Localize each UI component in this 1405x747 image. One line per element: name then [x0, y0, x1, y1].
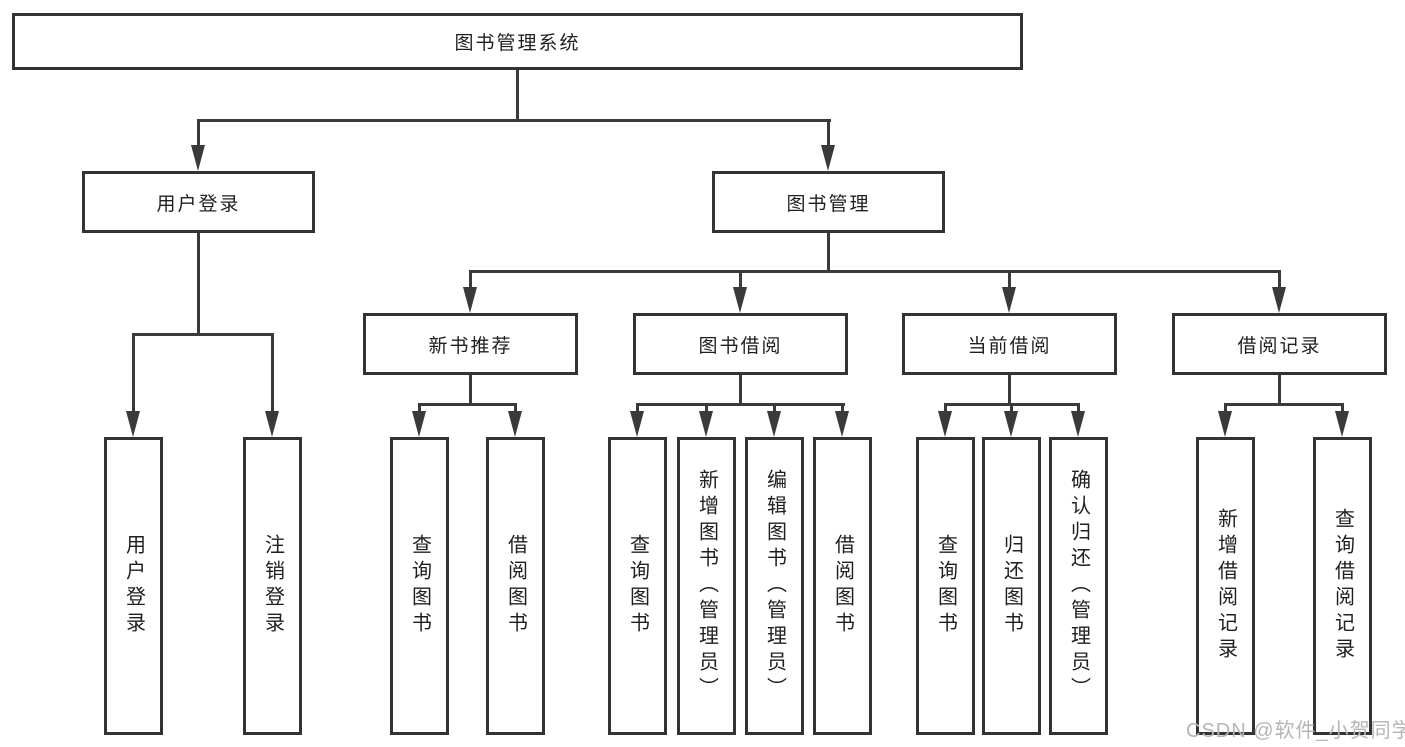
node-library-management-system: 图书管理系统	[12, 13, 1023, 70]
leaf-logout: 注销登录	[243, 437, 302, 735]
node-borrowing-records: 借阅记录	[1172, 313, 1387, 375]
leaf-label: 确认归还（管理员）	[1067, 469, 1090, 703]
node-book-management: 图书管理	[712, 171, 945, 233]
arrow-down-icon	[835, 411, 849, 437]
connector-root-stem	[516, 70, 519, 122]
connector-leaf-drop	[132, 333, 135, 413]
connector-root-branch	[197, 119, 831, 122]
leaf-borrow-books-recommend: 借阅图书	[486, 437, 545, 735]
connector-leaf-drop	[705, 403, 708, 415]
arrow-down-icon	[1335, 411, 1349, 437]
connector-user-login-branch	[132, 333, 274, 336]
connector-record-branch	[1224, 403, 1343, 406]
connector-book-mgmt-branch	[469, 270, 1281, 273]
connector-user-login-stem	[197, 233, 200, 336]
leaf-label: 查询图书	[934, 534, 957, 638]
leaf-return-books: 归还图书	[982, 437, 1041, 735]
arrow-down-icon	[767, 411, 781, 437]
leaf-query-books-borrow: 查询图书	[608, 437, 667, 735]
connector-leaf-drop	[514, 403, 517, 415]
node-label: 图书借阅	[698, 335, 783, 357]
leaf-label: 编辑图书（管理员）	[763, 469, 786, 703]
arrow-down-icon	[1272, 287, 1286, 313]
arrow-down-icon	[1071, 411, 1085, 437]
leaf-add-books-admin: 新增图书（管理员）	[677, 437, 736, 735]
leaf-label: 注销登录	[261, 534, 284, 638]
node-label: 当前借阅	[967, 335, 1052, 357]
node-label: 用户登录	[156, 193, 241, 215]
arrow-down-icon	[412, 411, 426, 437]
arrow-down-icon	[508, 411, 522, 437]
connector-leaf-drop	[841, 403, 844, 415]
node-label: 借阅记录	[1237, 335, 1322, 357]
connector-leaf-drop	[636, 403, 639, 415]
connector-leaf-drop	[1224, 403, 1227, 415]
connector-leaf-drop	[271, 333, 274, 413]
connector-leaf-drop	[418, 403, 421, 415]
arrow-down-icon	[191, 145, 205, 171]
connector-leaf-drop	[944, 403, 947, 415]
leaf-label: 借阅图书	[831, 534, 854, 638]
arrow-down-icon	[699, 411, 713, 437]
connector-book-mgmt-stem	[827, 233, 830, 273]
arrow-down-icon	[1004, 411, 1018, 437]
arrow-down-icon	[630, 411, 644, 437]
connector-newbook-stem	[469, 375, 472, 406]
leaf-edit-books-admin: 编辑图书（管理员）	[745, 437, 804, 735]
leaf-label: 新增借阅记录	[1214, 508, 1237, 664]
leaf-borrow-books: 借阅图书	[813, 437, 872, 735]
node-label: 图书管理	[786, 193, 871, 215]
connector-borrow-stem	[739, 375, 742, 406]
connector-user-login-drop	[197, 119, 200, 149]
leaf-confirm-return-admin: 确认归还（管理员）	[1049, 437, 1108, 735]
leaf-label: 归还图书	[1000, 534, 1023, 638]
csdn-watermark: CSDN @软件_小贺同学	[1186, 720, 1405, 742]
node-label: 图书管理系统	[454, 33, 581, 54]
connector-leaf-drop	[1010, 403, 1013, 415]
leaf-label: 查询图书	[626, 534, 649, 638]
arrow-down-icon	[821, 145, 835, 171]
connector-newbook-branch	[418, 403, 517, 406]
arrow-down-icon	[265, 411, 279, 437]
connector-l3-drop	[739, 270, 742, 290]
leaf-label: 用户登录	[122, 534, 145, 638]
leaf-label: 借阅图书	[504, 534, 527, 638]
arrow-down-icon	[126, 411, 140, 437]
leaf-query-books-current: 查询图书	[916, 437, 975, 735]
node-label: 新书推荐	[428, 335, 513, 357]
connector-record-stem	[1278, 375, 1281, 406]
leaf-add-borrow-record: 新增借阅记录	[1196, 437, 1255, 735]
arrow-down-icon	[938, 411, 952, 437]
connector-leaf-drop	[1077, 403, 1080, 415]
connector-leaf-drop	[1341, 403, 1344, 415]
arrow-down-icon	[1218, 411, 1232, 437]
node-book-borrowing: 图书借阅	[633, 313, 848, 375]
leaf-label: 查询图书	[408, 534, 431, 638]
node-current-borrowing: 当前借阅	[902, 313, 1117, 375]
leaf-query-borrow-record: 查询借阅记录	[1313, 437, 1372, 735]
connector-current-stem	[1008, 375, 1011, 406]
leaf-query-books-recommend: 查询图书	[390, 437, 449, 735]
leaf-label: 新增图书（管理员）	[695, 469, 718, 703]
arrow-down-icon	[1002, 287, 1016, 313]
connector-l3-drop	[469, 270, 472, 290]
arrow-down-icon	[463, 287, 477, 313]
connector-l3-drop	[1008, 270, 1011, 290]
node-new-book-recommendation: 新书推荐	[363, 313, 578, 375]
node-user-login: 用户登录	[82, 171, 315, 233]
connector-l3-drop	[1278, 270, 1281, 290]
leaf-user-login: 用户登录	[104, 437, 163, 735]
arrow-down-icon	[733, 287, 747, 313]
connector-borrow-branch	[636, 403, 845, 406]
connector-book-mgmt-drop	[827, 119, 830, 149]
leaf-label: 查询借阅记录	[1331, 508, 1354, 664]
connector-leaf-drop	[773, 403, 776, 415]
